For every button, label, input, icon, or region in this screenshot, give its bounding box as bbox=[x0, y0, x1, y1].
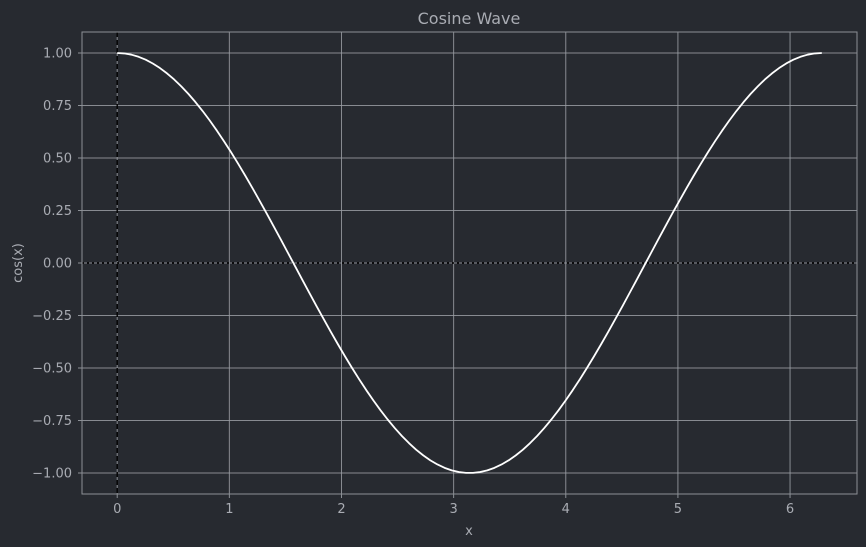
y-ticks: 1.00 0.75 0.50 0.25 0.00 −0.25 −0.50 −0.75 −1.00 bbox=[32, 47, 82, 482]
x-tick-label-5: 5 bbox=[674, 502, 682, 517]
cosine-line bbox=[117, 52, 822, 474]
y-tick-label-0: 1.00 bbox=[43, 47, 72, 62]
x-axis-label: x bbox=[465, 524, 473, 539]
x-tick-label-0: 0 bbox=[113, 502, 121, 517]
y-tick-label-5: −0.25 bbox=[32, 309, 72, 324]
y-tick-label-4: 0.00 bbox=[43, 257, 72, 272]
chart-title: Cosine Wave bbox=[418, 9, 521, 28]
y-tick-label-6: −0.50 bbox=[32, 362, 72, 377]
y-tick-label-8: −1.00 bbox=[32, 467, 72, 482]
x-tick-label-1: 1 bbox=[225, 502, 233, 517]
y-axis-label: cos(x) bbox=[11, 243, 26, 283]
y-tick-label-2: 0.50 bbox=[43, 152, 72, 167]
y-tick-label-3: 0.25 bbox=[43, 204, 72, 219]
x-tick-label-6: 6 bbox=[786, 502, 794, 517]
x-ticks: 0 1 2 3 4 5 6 bbox=[113, 494, 794, 517]
x-tick-label-3: 3 bbox=[449, 502, 457, 517]
reference-lines bbox=[82, 32, 857, 494]
x-tick-label-4: 4 bbox=[562, 502, 570, 517]
series-layer bbox=[117, 52, 822, 474]
x-tick-label-2: 2 bbox=[337, 502, 345, 517]
y-tick-label-7: −0.75 bbox=[32, 414, 72, 429]
y-tick-label-1: 0.75 bbox=[43, 99, 72, 114]
